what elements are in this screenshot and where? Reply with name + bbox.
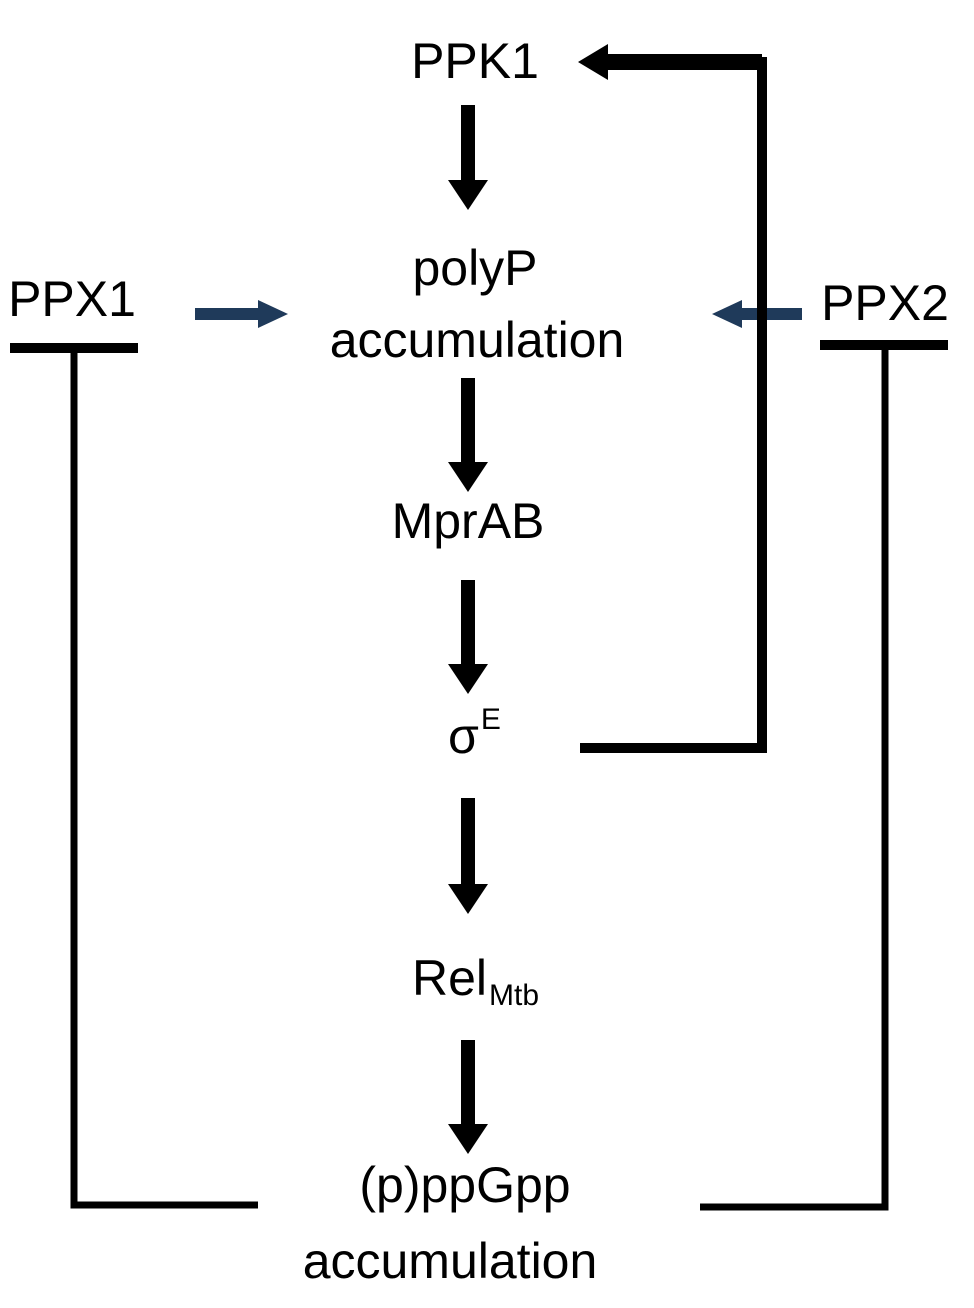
sigma-e-label: σE <box>448 703 501 764</box>
vertical-arrows <box>448 105 488 1154</box>
ppx2-label: PPX2 <box>821 275 949 331</box>
rel-mtb-subscript: Mtb <box>489 979 539 1012</box>
feedback-sigma-to-ppk1 <box>578 44 767 753</box>
horizontal-arrows <box>195 300 802 328</box>
polyp-label: polyP <box>412 240 537 296</box>
rel-mtb-label: RelMtb <box>412 950 539 1012</box>
ppgpp-label: (p)ppGpp <box>359 1157 570 1213</box>
rel-mtb-base: Rel <box>412 950 487 1006</box>
ppk1-label: PPK1 <box>411 33 539 89</box>
sigma-e-superscript: E <box>481 703 501 736</box>
arrowhead-to-ppk1 <box>578 44 608 80</box>
inhibition-ppgpp-ppx2 <box>700 340 948 1211</box>
ppgpp-accumulation-label: accumulation <box>303 1233 598 1289</box>
inhibition-ppgpp-ppx1 <box>10 343 258 1209</box>
mprab-label: MprAB <box>392 493 545 549</box>
polyp-accumulation-label: accumulation <box>330 312 625 368</box>
sigma-e-base: σ <box>448 708 479 764</box>
ppx1-label: PPX1 <box>8 271 136 327</box>
